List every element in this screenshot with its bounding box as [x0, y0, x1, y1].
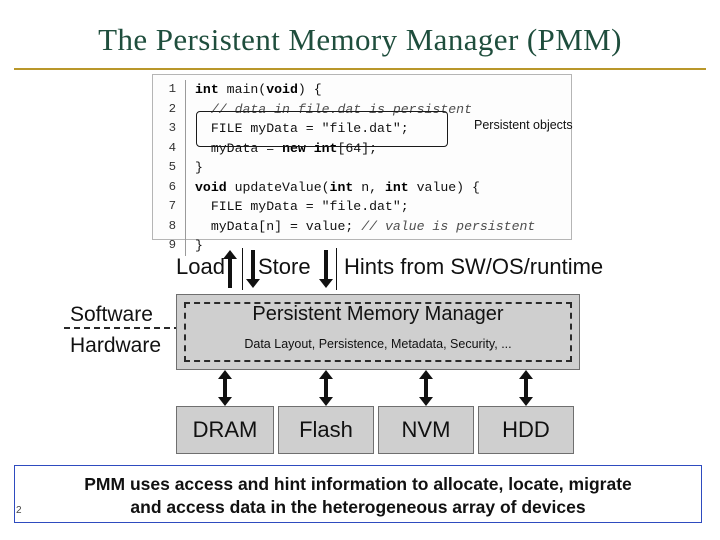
code-line: 6 void updateValue(int n, int value) { — [157, 177, 536, 197]
load-label: Load — [176, 254, 225, 279]
code-line-text: } — [195, 238, 203, 253]
code-line-text: myData = new int[64]; — [195, 140, 378, 156]
code-line-text: // data in file.dat is persistent — [210, 101, 472, 117]
pmm-subtitle: Data Layout, Persistence, Metadata, Secu… — [244, 337, 512, 351]
code-line: 5} — [157, 158, 536, 178]
device-label: NVM — [401, 417, 451, 442]
code-line-text: void updateValue(int n, int value) { — [195, 179, 480, 195]
code-line: 3 FILE myData = "file.dat"; — [157, 119, 536, 139]
connector-arrow-dram-icon — [218, 370, 232, 406]
device-label: DRAM — [192, 417, 258, 442]
device-box-nvm: NVM — [378, 406, 474, 454]
code-line-text: int main(void) { — [195, 82, 322, 97]
pmm-dashed-outline — [184, 302, 572, 362]
code-line: 7 FILE myData = "file.dat"; — [157, 197, 536, 217]
code-line-number: 4 — [157, 138, 186, 158]
device-label: HDD — [502, 417, 550, 442]
code-line-number: 8 — [157, 216, 186, 236]
summary-banner: PMM uses access and hint information to … — [14, 465, 702, 523]
code-line: 8 myData[n] = value; // value is persist… — [157, 216, 536, 236]
code-line-number: 2 — [157, 99, 186, 119]
divider-line-2 — [336, 248, 337, 290]
software-label: Software — [70, 303, 153, 326]
code-line-number: 6 — [157, 177, 186, 197]
title-divider — [14, 68, 706, 70]
summary-line-2: and access data in the heterogeneous arr… — [130, 497, 586, 517]
page-title: The Persistent Memory Manager (PMM) — [98, 22, 622, 57]
pmm-title: Persistent Memory Manager — [252, 303, 504, 325]
summary-line-1: PMM uses access and hint information to … — [84, 474, 632, 494]
connector-arrow-hdd-icon — [519, 370, 533, 406]
code-line-text: FILE myData = "file.dat"; — [195, 199, 409, 214]
code-line: 2 // data in file.dat is persistent — [157, 99, 536, 119]
code-table: 1 int main(void) { 2 // data in file.dat i… — [157, 80, 536, 256]
device-box-flash: Flash — [278, 406, 374, 454]
code-line-number: 5 — [157, 158, 186, 178]
device-box-hdd: HDD — [478, 406, 574, 454]
code-line-text: } — [195, 160, 203, 175]
code-line: 9} — [157, 236, 536, 256]
device-box-dram: DRAM — [176, 406, 274, 454]
code-line-text: FILE myData = "file.dat"; — [195, 121, 409, 136]
pmm-box: Persistent Memory Manager Data Layout, P… — [176, 294, 580, 370]
store-label: Store — [258, 254, 311, 279]
interface-row: Load Store Hints from SW/OS/runtime — [176, 248, 603, 290]
hints-label: Hints from SW/OS/runtime — [344, 254, 604, 279]
code-line: 4 myData = new int[64]; — [157, 138, 536, 158]
connector-arrow-flash-icon — [319, 370, 333, 406]
persistent-objects-label: Persistent objects — [474, 118, 573, 132]
connector-arrow-nvm-icon — [419, 370, 433, 406]
divider-line-1 — [242, 248, 243, 290]
code-line-number: 1 — [157, 80, 186, 100]
code-line-number: 9 — [157, 236, 186, 256]
hardware-label: Hardware — [70, 334, 162, 357]
code-line-text: myData[n] = value; // value is persisten… — [195, 218, 536, 234]
code-line: 1 int main(void) { — [157, 80, 536, 100]
page-number: 2 — [16, 505, 22, 516]
code-listing: 1 int main(void) { 2 // data in file.dat i… — [152, 74, 572, 256]
device-label: Flash — [299, 417, 353, 442]
code-line-number: 7 — [157, 197, 186, 217]
code-line-number: 3 — [157, 119, 186, 139]
